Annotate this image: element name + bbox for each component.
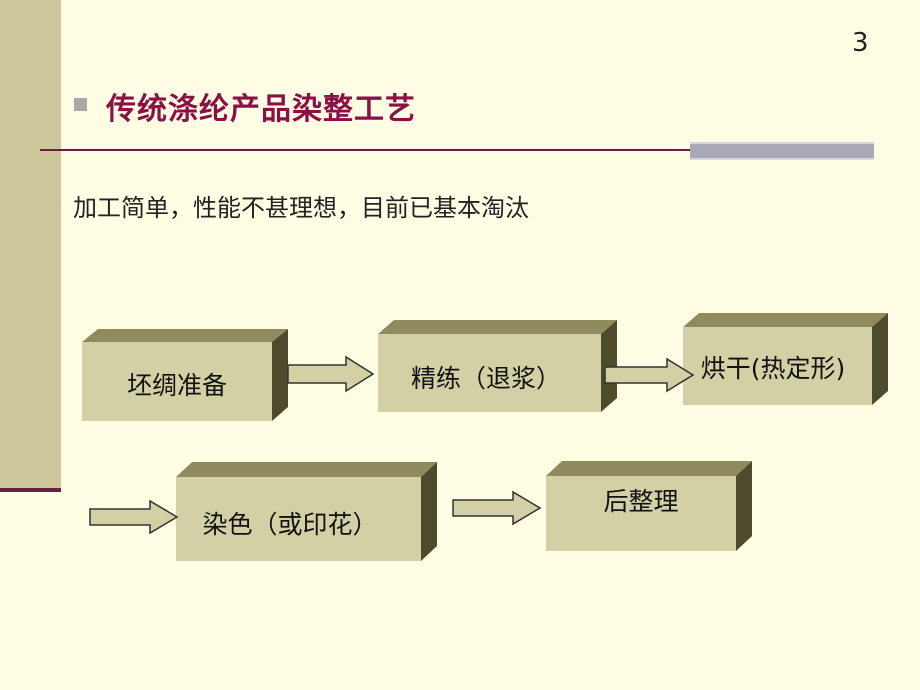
sidebar-band xyxy=(0,0,61,492)
process-step-box-3: 烘干(热定形) xyxy=(683,313,888,405)
page-number: 3 xyxy=(852,28,869,58)
title-accent-bar xyxy=(690,142,874,160)
bullet-square-icon xyxy=(74,98,87,111)
flow-arrow-icon xyxy=(604,357,695,393)
process-step-label: 后整理 xyxy=(603,487,678,516)
slide-title: 传统涤纶产品染整工艺 xyxy=(106,92,416,127)
process-step-label: 烘干(热定形) xyxy=(701,354,846,383)
sidebar-underline xyxy=(0,488,61,492)
process-step-label: 染色（或印花） xyxy=(202,510,377,539)
flow-arrow-icon xyxy=(89,499,179,535)
flow-arrow-icon xyxy=(452,490,542,526)
process-step-box-1: 坯绸准备 xyxy=(82,329,288,421)
process-step-box-2: 精练（退浆） xyxy=(378,320,617,412)
process-step-label: 精练（退浆） xyxy=(411,364,561,393)
process-step-box-4: 染色（或印花） xyxy=(176,462,437,561)
slide-subtitle: 加工简单，性能不甚理想，目前已基本淘汰 xyxy=(73,194,529,222)
title-rule xyxy=(40,149,874,151)
process-step-box-5: 后整理 xyxy=(546,461,752,551)
process-step-label: 坯绸准备 xyxy=(127,371,227,400)
flow-arrow-icon xyxy=(287,355,375,393)
